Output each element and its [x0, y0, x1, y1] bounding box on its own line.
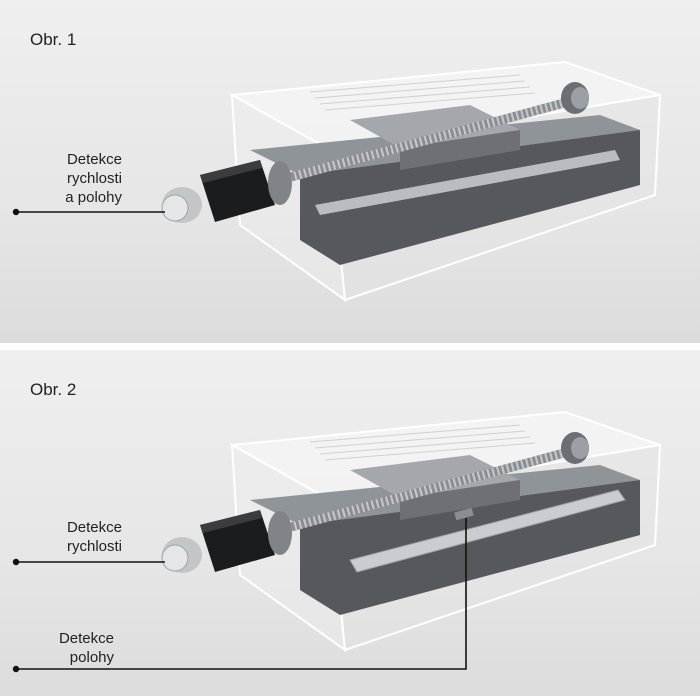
scale-reading-head — [454, 507, 474, 521]
guide-rail — [315, 150, 620, 215]
bellows-cover — [309, 74, 536, 111]
linear-axis-illustration-1 — [12, 60, 662, 303]
leader-dot-speed — [12, 558, 20, 566]
figure-1-label-speed-position: Detekce rychlosti a polohy — [65, 151, 122, 206]
carriage-table-side — [400, 130, 520, 170]
figure-2-panel: Obr. 2 Detekce rychlosti Detekce polohy — [0, 350, 700, 696]
servo-motor — [200, 160, 292, 222]
linear-axis-illustration-2 — [12, 410, 662, 673]
leader-dot-position — [12, 665, 20, 673]
encoder — [161, 537, 202, 573]
figure-2-label-position: Detekce polohy — [58, 630, 114, 666]
servo-motor — [200, 510, 292, 572]
encoder — [161, 187, 202, 223]
carriage-table-side — [400, 480, 520, 520]
ball-screw — [278, 445, 577, 535]
figure-1-title: Obr. 1 — [30, 30, 77, 49]
figure-1-panel: Obr. 1 Detekce rychlosti a polohy — [0, 0, 700, 343]
ball-screw — [278, 95, 577, 185]
leader-dot-1 — [12, 208, 20, 216]
linear-scale — [349, 489, 626, 573]
bellows-cover — [309, 424, 536, 461]
carriage-table — [350, 455, 520, 498]
figure-2-title: Obr. 2 — [30, 380, 77, 399]
figure-2-label-speed: Detekce rychlosti — [66, 519, 122, 555]
leader-line-position — [16, 518, 467, 670]
carriage-table — [350, 105, 520, 148]
panel-divider — [0, 343, 700, 350]
